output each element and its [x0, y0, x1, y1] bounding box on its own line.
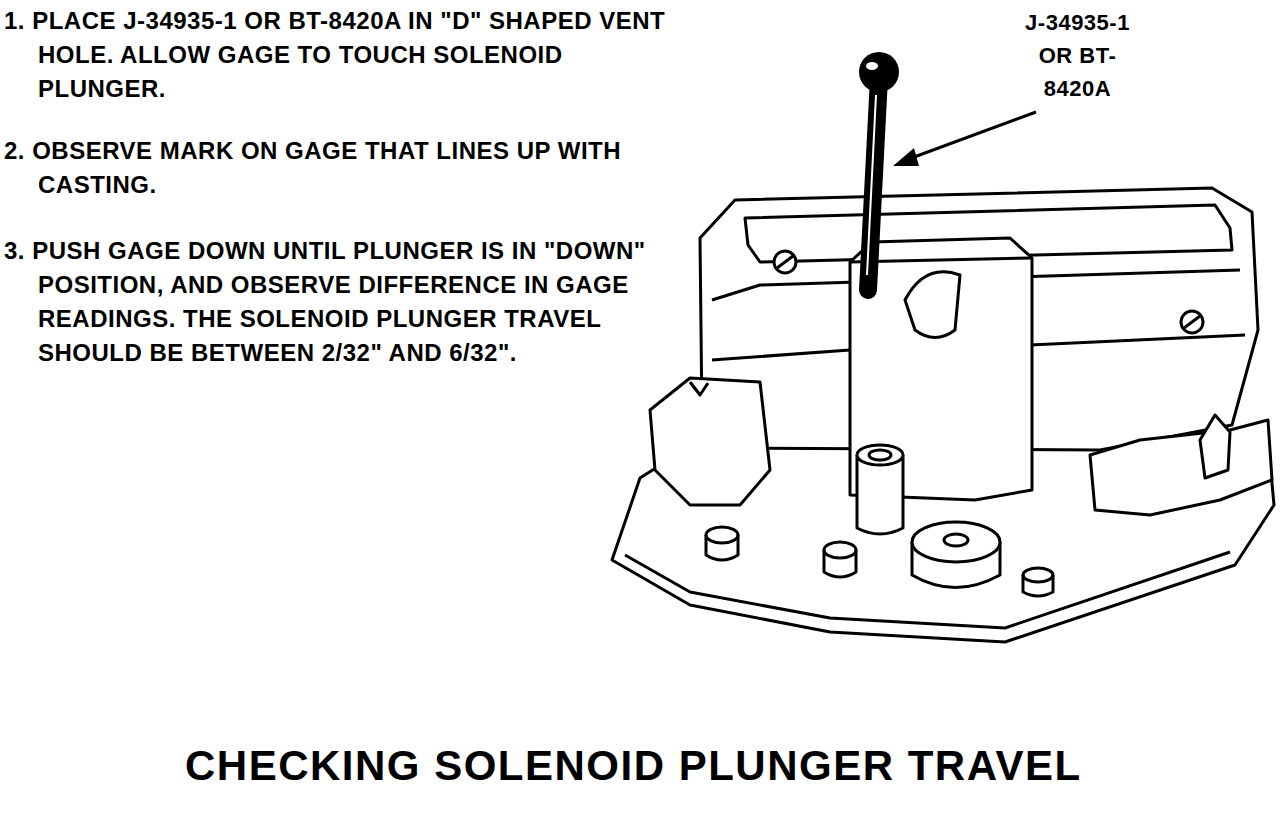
fuel-boss [857, 455, 903, 534]
gage-rod [868, 78, 879, 290]
screw-slot [1184, 316, 1200, 328]
throttle-linkage [1090, 420, 1272, 515]
screw [1181, 311, 1203, 333]
tower-lug [905, 272, 960, 338]
choke-housing [650, 378, 770, 505]
fuel-boss-hole [869, 450, 891, 460]
bolt-head [824, 542, 856, 558]
screw [774, 251, 796, 273]
gage-knob-highlight [866, 62, 878, 70]
round-boss-hole [944, 534, 968, 546]
choke-lever [690, 382, 708, 395]
bolt-body [706, 535, 738, 560]
gage-rod-highlight [867, 95, 876, 275]
bolt-head [1023, 568, 1053, 582]
instruction-note: 3. PUSH GAGE DOWN UNTIL PLUNGER IS IN "D… [4, 234, 668, 370]
figure-caption: CHECKING SOLENOID PLUNGER TRAVEL [185, 742, 1082, 790]
leader-line [906, 112, 1036, 160]
bolt-body [824, 550, 856, 577]
leader-arrowhead [893, 148, 919, 166]
gage-knob [859, 52, 899, 92]
instruction-note: 1. PLACE J-34935-1 OR BT-8420A IN "D" SH… [4, 4, 668, 106]
instruction-note: 2. OBSERVE MARK ON GAGE THAT LINES UP WI… [4, 134, 668, 202]
bolt-head [706, 527, 738, 543]
screw-slot [777, 256, 793, 268]
bolt-body [1023, 575, 1053, 596]
linkage-arm [1200, 415, 1230, 478]
round-boss-top [912, 522, 1000, 562]
fuel-boss-top [857, 445, 903, 465]
tool-callout: J-34935-1 OR BT-8420A [1015, 6, 1140, 105]
